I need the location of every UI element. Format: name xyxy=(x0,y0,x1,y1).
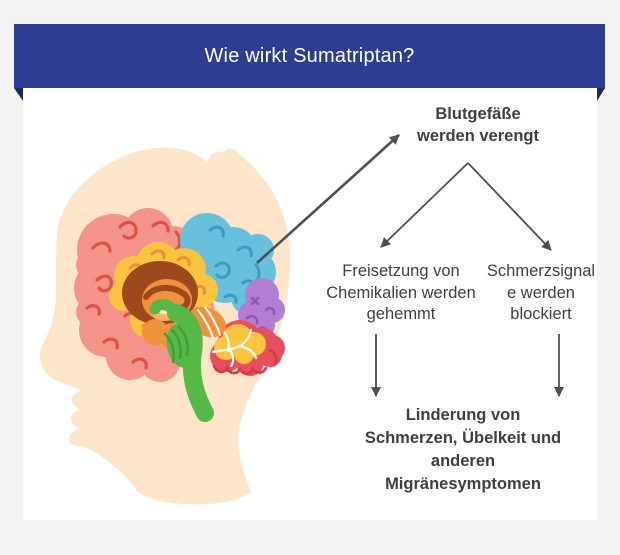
text-line: e werden xyxy=(507,283,575,302)
text-line: Chemikalien werden xyxy=(326,283,476,302)
text-line: Blutgefäße xyxy=(435,105,521,123)
text-line: Schmerzsignal xyxy=(486,262,596,280)
text-line: gehemmt xyxy=(366,305,436,323)
text-line: Migränesymptomen xyxy=(385,475,541,493)
text-line: anderen xyxy=(430,452,496,470)
ribbon-fold-right xyxy=(597,88,605,101)
text-line: werden verengt xyxy=(417,126,539,145)
label-blood-vessels: Blutgefäße werden verengt xyxy=(417,104,539,147)
label-pain-signals: Schmerzsignal e werden blockiert xyxy=(487,261,595,326)
label-relief: Linderung von Schmerzen, Übelkeit und an… xyxy=(365,404,561,496)
label-chemical-release: Freisetzung von Chemikalien werden gehem… xyxy=(326,261,476,326)
ribbon-fold-left xyxy=(14,88,23,101)
text-line: blockiert xyxy=(510,305,572,323)
title-banner: Wie wirkt Sumatriptan? xyxy=(14,24,605,88)
text-line: Freisetzung von xyxy=(342,262,460,280)
page-title: Wie wirkt Sumatriptan? xyxy=(204,44,415,67)
text-line: Linderung von xyxy=(405,406,521,424)
text-line: Schmerzen, Übelkeit und xyxy=(364,429,562,447)
